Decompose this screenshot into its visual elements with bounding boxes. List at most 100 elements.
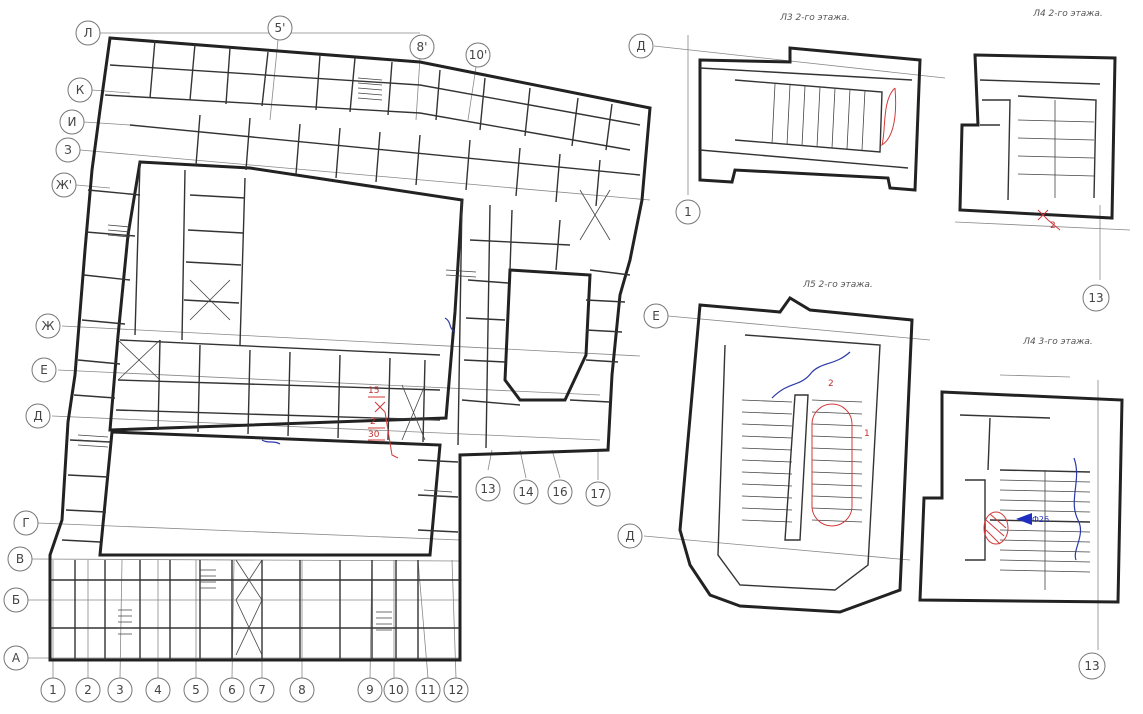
axis-bubble-col: 10' <box>465 42 491 68</box>
axis-bubble-row: Ж <box>35 313 61 339</box>
row-axis-bubbles: Л К И З Ж' Ж Е Д Г В Б А <box>3 20 101 671</box>
svg-text:14: 14 <box>518 485 533 499</box>
svg-text:Д: Д <box>33 409 42 423</box>
axis-bubble-row: В <box>7 546 33 572</box>
axis-bubble-col: 9 <box>357 677 383 703</box>
main-floor-plan: 15 2 30 Л К И З Ж' Ж Е Д Г В Б А 1 2 3 4… <box>3 15 652 703</box>
svg-text:К: К <box>76 83 85 97</box>
svg-text:10: 10 <box>388 683 403 697</box>
note-15: 15 <box>368 386 379 396</box>
axis-bubble-col: 1 <box>40 677 66 703</box>
mark-1: 1 <box>864 429 870 439</box>
axis-bubble-col: 16 <box>547 479 573 505</box>
axis-bubble-col: 13 <box>1082 284 1110 312</box>
axis-bubble-col: 14 <box>513 479 539 505</box>
svg-text:16: 16 <box>552 485 567 499</box>
axis-bubble-col: 11 <box>415 677 441 703</box>
axis-bubble-col: 5' <box>267 15 293 41</box>
axis-bubble-row: Ж' <box>51 172 77 198</box>
detail-caption: Л4 3-го этажа. <box>1022 337 1093 347</box>
axis-bubble-col: 3 <box>107 677 133 703</box>
column-axis-bubbles-top: 5' 8' 10' <box>267 15 491 68</box>
axis-bubble-row: Е <box>643 303 669 329</box>
axis-bubble-row: К <box>67 77 93 103</box>
axis-bubble-col: 8' <box>409 34 435 60</box>
svg-text:Е: Е <box>40 363 48 377</box>
column-axis-bubbles-bottom: 1 2 3 4 5 6 7 8 9 10 11 12 <box>40 677 469 703</box>
axis-bubble-row: Е <box>31 357 57 383</box>
svg-text:В: В <box>16 552 24 566</box>
svg-text:5: 5 <box>192 683 200 697</box>
axis-bubble-col: 13 <box>475 476 501 502</box>
axis-bubble-col: 5 <box>183 677 209 703</box>
svg-text:11: 11 <box>420 683 435 697</box>
axis-bubble-row: Д <box>617 523 643 549</box>
svg-text:7: 7 <box>258 683 266 697</box>
svg-text:З: З <box>64 143 72 157</box>
svg-text:1: 1 <box>684 205 692 219</box>
axis-bubble-col: 17 <box>585 481 611 507</box>
axis-bubble-row: Г <box>13 510 39 536</box>
axis-bubble-col: 6 <box>219 677 245 703</box>
axis-bubble-col: 8 <box>289 677 315 703</box>
svg-text:13: 13 <box>1088 291 1103 305</box>
room-partitions <box>50 39 641 660</box>
svg-text:12: 12 <box>448 683 463 697</box>
column-axis-bubbles-right: 13 14 16 17 <box>475 476 611 507</box>
svg-text:5': 5' <box>275 21 286 35</box>
svg-text:И: И <box>68 115 77 129</box>
main-plan-stairs <box>77 77 477 635</box>
detail-caption: Л3 2-го этажа. <box>779 13 850 23</box>
svg-text:Е: Е <box>652 309 660 323</box>
svg-text:Д: Д <box>636 39 645 53</box>
axis-bubble-row: Д <box>628 33 654 59</box>
axis-bubble-col: 1 <box>675 199 701 225</box>
svg-text:9: 9 <box>366 683 374 697</box>
detail-l4-floor3: Л4 3-го этажа. Ф26 13 <box>918 337 1124 680</box>
axis-bubble-col: 10 <box>383 677 409 703</box>
svg-text:8': 8' <box>417 40 428 54</box>
svg-text:3: 3 <box>116 683 124 697</box>
svg-text:Б: Б <box>12 593 20 607</box>
axis-bubble-col: 12 <box>443 677 469 703</box>
detail-caption: Л5 2-го этажа. <box>802 280 873 290</box>
axis-bubble-col: 2 <box>75 677 101 703</box>
direction-arrow <box>1016 513 1032 525</box>
arrow-label: Ф26 <box>1032 515 1049 524</box>
svg-text:17: 17 <box>590 487 605 501</box>
crack-mark-2: 2 <box>1050 221 1056 231</box>
light-wells <box>117 189 611 656</box>
grid-axis-lines <box>28 32 651 679</box>
svg-text:Д: Д <box>625 529 634 543</box>
svg-text:2: 2 <box>84 683 92 697</box>
svg-text:А: А <box>12 651 21 665</box>
note-30: 30 <box>368 430 380 440</box>
svg-text:Ж': Ж' <box>56 178 72 192</box>
svg-text:13: 13 <box>480 482 495 496</box>
detail-l3-floor2: Л3 2-го этажа. Д 1 <box>628 13 946 225</box>
axis-bubble-row: Д <box>25 403 51 429</box>
defect-markers <box>261 317 456 459</box>
mark-2: 2 <box>828 379 834 389</box>
detail-caption: Л4 2-го этажа. <box>1032 9 1103 19</box>
detail-l5-floor2: Л5 2-го этажа. 1 2 Е Д <box>617 280 931 614</box>
axis-bubble-row: З <box>55 137 81 163</box>
axis-bubble-row: Л <box>75 20 101 46</box>
svg-text:13: 13 <box>1084 659 1099 673</box>
outer-walls <box>48 36 652 662</box>
axis-bubble-row: А <box>3 645 29 671</box>
svg-text:8: 8 <box>298 683 306 697</box>
svg-text:Ж: Ж <box>42 319 55 333</box>
svg-text:10': 10' <box>469 48 488 62</box>
svg-text:6: 6 <box>228 683 236 697</box>
note-2: 2 <box>370 417 376 427</box>
svg-text:1: 1 <box>49 683 57 697</box>
axis-bubble-row: И <box>59 109 85 135</box>
axis-bubble-col: 7 <box>249 677 275 703</box>
axis-bubble-col: 4 <box>145 677 171 703</box>
svg-text:Г: Г <box>22 516 29 530</box>
svg-text:4: 4 <box>154 683 162 697</box>
axis-bubble-row: Б <box>3 587 29 613</box>
detail-l4-floor2: Л4 2-го этажа. 2 13 <box>954 9 1131 312</box>
